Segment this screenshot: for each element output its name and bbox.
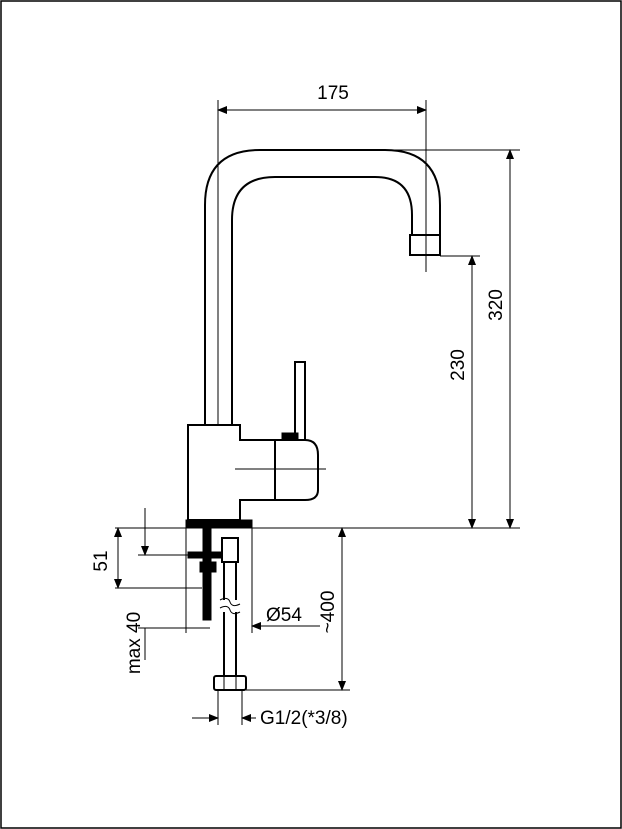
dimension-400-label: ~400 <box>318 591 339 634</box>
dimension-max-thickness: max 40 <box>124 508 210 674</box>
dimension-spout-reach: 175 <box>217 83 427 425</box>
spout-inner-contour <box>231 176 413 425</box>
hose-fitting-upper <box>221 537 239 563</box>
dimension-thread-label: G1/2(*3/8) <box>260 708 348 729</box>
mixer-body <box>187 424 276 521</box>
dimension-230-label: 230 <box>448 349 469 381</box>
faucet-body <box>185 149 441 529</box>
hose-upper <box>223 562 237 600</box>
dimension-d54-label: Ø54 <box>266 605 302 626</box>
dimension-connection-thread: G1/2(*3/8) <box>192 690 348 729</box>
dimension-base-diameter: Ø54 <box>185 528 320 633</box>
fixing-nut <box>199 561 217 573</box>
hose-break-symbol <box>219 597 241 615</box>
dimension-total-height: 320 <box>385 149 520 529</box>
dimension-hose-length: ~400 <box>246 527 350 691</box>
hose-lower <box>223 612 237 676</box>
threaded-rod <box>202 527 212 621</box>
dimension-51-label: 51 <box>91 550 112 571</box>
dimension-spout-height: 230 <box>440 255 480 529</box>
mounting-hardware <box>115 527 520 691</box>
lever-knob <box>281 432 299 440</box>
aerator <box>409 234 441 256</box>
lever-stem <box>294 361 306 441</box>
spout-outer-contour <box>204 149 441 425</box>
dimension-max40-label: max 40 <box>124 612 145 674</box>
dimension-tap-hole: 51 <box>91 527 202 589</box>
dimension-175-label: 175 <box>317 83 349 104</box>
dimension-320-label: 320 <box>486 289 507 321</box>
lever-base <box>274 439 319 501</box>
base-plate <box>185 519 253 529</box>
hose-connector-nut <box>213 675 247 691</box>
